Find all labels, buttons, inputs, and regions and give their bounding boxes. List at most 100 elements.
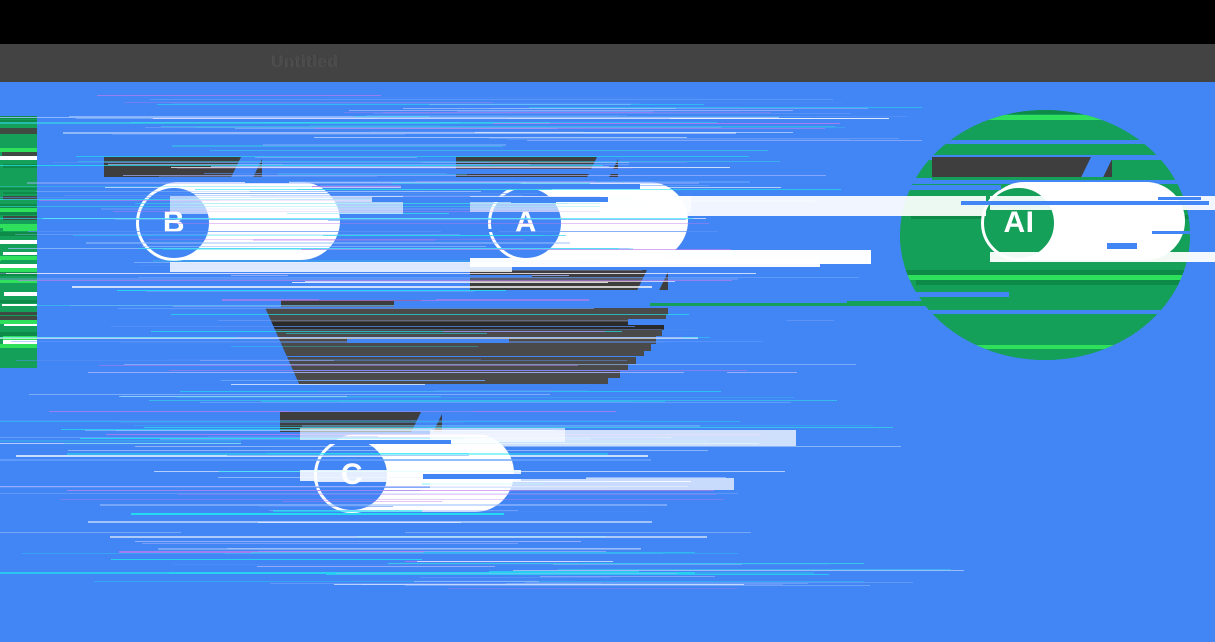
glitch-stripe (3, 252, 37, 255)
void-strip-top (0, 0, 1215, 44)
glitch-stripe (0, 160, 37, 165)
glitch-stripe (0, 356, 37, 359)
glitch-stripe (0, 344, 37, 348)
glitch-stripe (0, 284, 37, 288)
text-smear-line (236, 371, 620, 378)
glitch-stripe (911, 130, 1190, 134)
glitch-stripe (916, 120, 1190, 125)
glitch-stripe (4, 324, 37, 326)
text-smear-line (236, 350, 644, 356)
glitch-stripe (911, 260, 1190, 263)
node-b-badge[interactable]: B (136, 185, 212, 261)
glitch-stripe (0, 124, 37, 127)
glitch-stripe (0, 364, 37, 367)
glitch-stripe (3, 180, 37, 182)
text-smear-line (236, 364, 628, 370)
glitch-stripe (3, 352, 37, 355)
glitch-stripe (0, 236, 37, 239)
app-header-bar: Untitled (0, 44, 1215, 82)
glitch-stripe (900, 355, 1190, 360)
edge-a-to-ai[interactable] (650, 301, 950, 306)
glitch-stripe (0, 200, 37, 204)
glitch-stripe (0, 320, 37, 324)
glitch-stripe (0, 132, 37, 134)
node-b-label (104, 157, 262, 177)
glitch-stripe (2, 152, 37, 156)
glitch-stripe (0, 300, 37, 303)
glitch-stripe (0, 116, 37, 119)
glitch-stripe (900, 290, 1190, 296)
text-smear-line (236, 315, 666, 322)
glitch-stripe (3, 348, 37, 351)
glitch-stripe (900, 270, 1190, 276)
glitch-stripe (0, 360, 37, 362)
glitch-stripe (0, 316, 37, 320)
glitch-stripe (900, 320, 1190, 323)
glitch-stripe (0, 264, 37, 269)
glitch-stripe (900, 325, 1190, 328)
glitch-stripe (2, 220, 37, 224)
glitch-stripe (900, 265, 1190, 270)
glitch-stripe (3, 340, 37, 345)
glitch-stripe (0, 280, 37, 283)
glitch-stripe (0, 156, 37, 160)
glitch-stripe (902, 310, 1190, 314)
glitch-stripe (0, 312, 37, 315)
glitch-stripe (3, 196, 37, 201)
glitch-stripe (4, 292, 37, 296)
text-smear-line (236, 343, 651, 351)
glitch-stripe (0, 332, 37, 337)
glitch-stripe (0, 128, 37, 133)
node-a-sublabel (470, 270, 668, 290)
glitch-stripe (0, 244, 37, 247)
text-smear-line (236, 329, 662, 336)
glitch-stripe (0, 248, 37, 253)
glitch-stripe (900, 315, 1190, 319)
glitch-stripe (1, 260, 37, 263)
glitch-stripe (2, 304, 37, 306)
glitch-stripe (3, 192, 37, 194)
text-smear-line (236, 378, 608, 384)
text-smear-line (236, 357, 636, 364)
glitch-stripe (0, 296, 37, 299)
text-smear-line (236, 308, 668, 315)
glitch-stripe (0, 184, 37, 187)
glitch-stripe (900, 350, 1190, 354)
note-text-block (236, 308, 668, 386)
glitch-stripe (3, 164, 37, 168)
canvas-lower-fill (0, 592, 1215, 642)
glitch-stripe (0, 188, 37, 190)
glitch-stripe (900, 275, 1190, 280)
glitch-stripe (0, 140, 37, 144)
edge-b-to-a[interactable] (281, 300, 421, 307)
glitch-stripe (916, 345, 1190, 349)
glitch-stripe (900, 145, 1190, 150)
diagram-canvas[interactable]: B A C AI (0, 82, 1215, 592)
glitch-stripe (900, 335, 1190, 338)
glitch-stripe (916, 280, 1190, 285)
glitch-stripe (1, 144, 37, 147)
glitch-stripe (0, 272, 37, 276)
glitch-stripe (916, 295, 1190, 299)
node-c-badge[interactable]: C (314, 437, 390, 513)
glitch-stripe (904, 285, 1190, 291)
node-a-label (456, 157, 618, 177)
glitch-stripe (921, 305, 1190, 309)
glitch-stripe (0, 176, 37, 180)
glitch-stripe (0, 232, 37, 236)
sidebar-rail[interactable] (0, 116, 37, 368)
glitch-stripe (3, 228, 37, 231)
glitch-stripe (903, 300, 1190, 306)
node-c-label (280, 412, 442, 432)
glitch-stripe (922, 340, 1190, 344)
glitch-stripe (0, 240, 37, 245)
glitch-stripe (0, 224, 37, 228)
glitch-stripe (900, 150, 1190, 155)
glitch-stripe (3, 136, 37, 141)
glitch-stripe (4, 308, 37, 310)
node-ai-badge[interactable]: AI (981, 185, 1057, 261)
glitch-stripe (0, 268, 37, 272)
glitch-stripe (0, 208, 37, 212)
node-a-badge[interactable]: A (488, 185, 564, 261)
